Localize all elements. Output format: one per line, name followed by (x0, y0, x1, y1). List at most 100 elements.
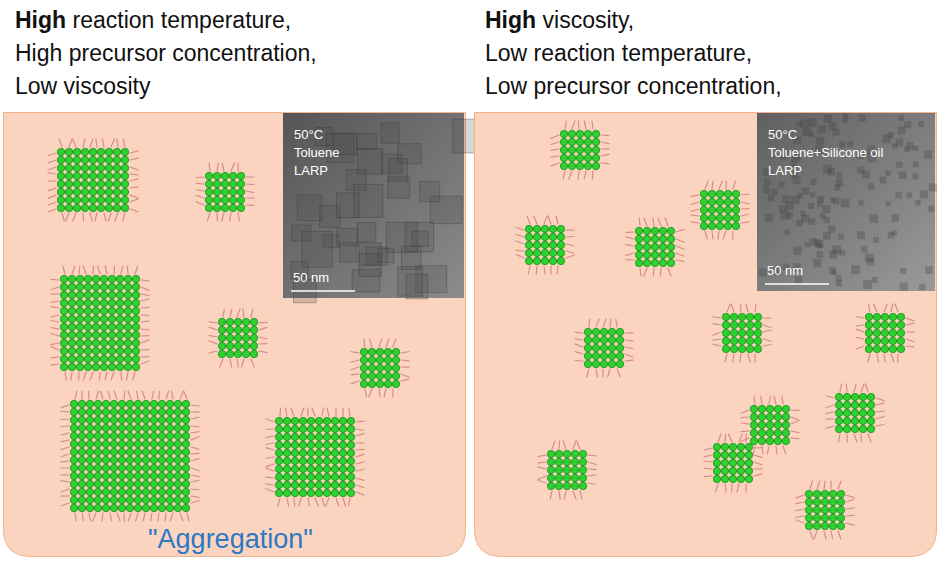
ligand (379, 389, 380, 397)
atom (347, 417, 354, 424)
atom (110, 480, 117, 487)
heading-text: reaction temperature, (73, 7, 292, 33)
ligand (791, 431, 799, 433)
atom (150, 440, 157, 447)
ligand (266, 468, 274, 471)
ligand (78, 266, 80, 274)
atom (737, 459, 744, 466)
atom (873, 313, 880, 320)
atom (70, 488, 77, 495)
atom (307, 433, 314, 440)
tem-particle (778, 182, 784, 188)
atom (234, 342, 241, 349)
atom (651, 235, 658, 242)
atom (174, 448, 181, 455)
ligand (556, 216, 558, 224)
atom (700, 198, 707, 205)
atom (608, 352, 615, 359)
atom (881, 337, 888, 344)
atom (110, 496, 117, 503)
ligand (90, 139, 93, 147)
atom (84, 299, 91, 306)
atom (525, 257, 532, 264)
atom (102, 496, 109, 503)
atom (60, 331, 67, 338)
ligand (826, 418, 834, 419)
atoms (713, 443, 752, 482)
atom (116, 347, 123, 354)
atom (339, 457, 346, 464)
atom (166, 472, 173, 479)
ligand (113, 266, 115, 274)
ligand (51, 328, 59, 329)
atom (57, 196, 64, 203)
ligand (48, 202, 56, 205)
ligand-group (209, 309, 267, 367)
ligand (691, 222, 699, 223)
atom (221, 172, 228, 179)
ligand (653, 268, 655, 276)
ligand (401, 366, 409, 367)
atom (592, 328, 599, 335)
tem-particle (803, 127, 812, 136)
atom (873, 329, 880, 336)
tem-particle (829, 267, 836, 274)
atom (70, 464, 77, 471)
ligand (551, 163, 559, 166)
ligand (141, 299, 149, 301)
ligand (704, 461, 712, 462)
tem-particle (381, 123, 399, 143)
ligand (51, 287, 59, 290)
heading-text: Low viscosity (15, 73, 150, 99)
tem-particle (297, 195, 322, 220)
atom (563, 466, 570, 473)
atom (86, 416, 93, 423)
atom (730, 329, 737, 336)
atom (291, 433, 298, 440)
atom (166, 488, 173, 495)
atom (738, 337, 745, 344)
atom (73, 172, 80, 179)
ligand (48, 195, 56, 198)
atom (68, 323, 75, 330)
scale-label: 50 nm (293, 270, 329, 285)
tem-particle (764, 179, 771, 186)
atom (299, 489, 306, 496)
atom (643, 235, 650, 242)
ligand (251, 309, 253, 317)
atom (158, 496, 165, 503)
tem-particle (920, 190, 928, 198)
atom (174, 480, 181, 487)
atom (360, 372, 367, 379)
tem-particle (357, 134, 376, 150)
atom (732, 198, 739, 205)
atom (86, 480, 93, 487)
ligand (259, 322, 267, 324)
atom (283, 441, 290, 448)
atom (579, 482, 586, 489)
scale-bar (291, 290, 355, 292)
atom (829, 498, 836, 505)
tem-particle (924, 150, 932, 158)
atom (555, 482, 562, 489)
atom (126, 472, 133, 479)
tem-particle (800, 211, 805, 216)
atom (116, 291, 123, 298)
atom (113, 180, 120, 187)
ligand (741, 416, 749, 418)
atom (97, 188, 104, 195)
atom (275, 457, 282, 464)
ligand (550, 491, 552, 499)
atom (608, 336, 615, 343)
ligand (676, 260, 684, 261)
atom (547, 474, 554, 481)
ligand (351, 352, 359, 353)
atom (86, 432, 93, 439)
atom (65, 188, 72, 195)
ligand (73, 213, 76, 221)
ligand (884, 354, 885, 362)
atom (368, 348, 375, 355)
ligand (51, 307, 59, 308)
atom (121, 188, 128, 195)
atom (150, 408, 157, 415)
